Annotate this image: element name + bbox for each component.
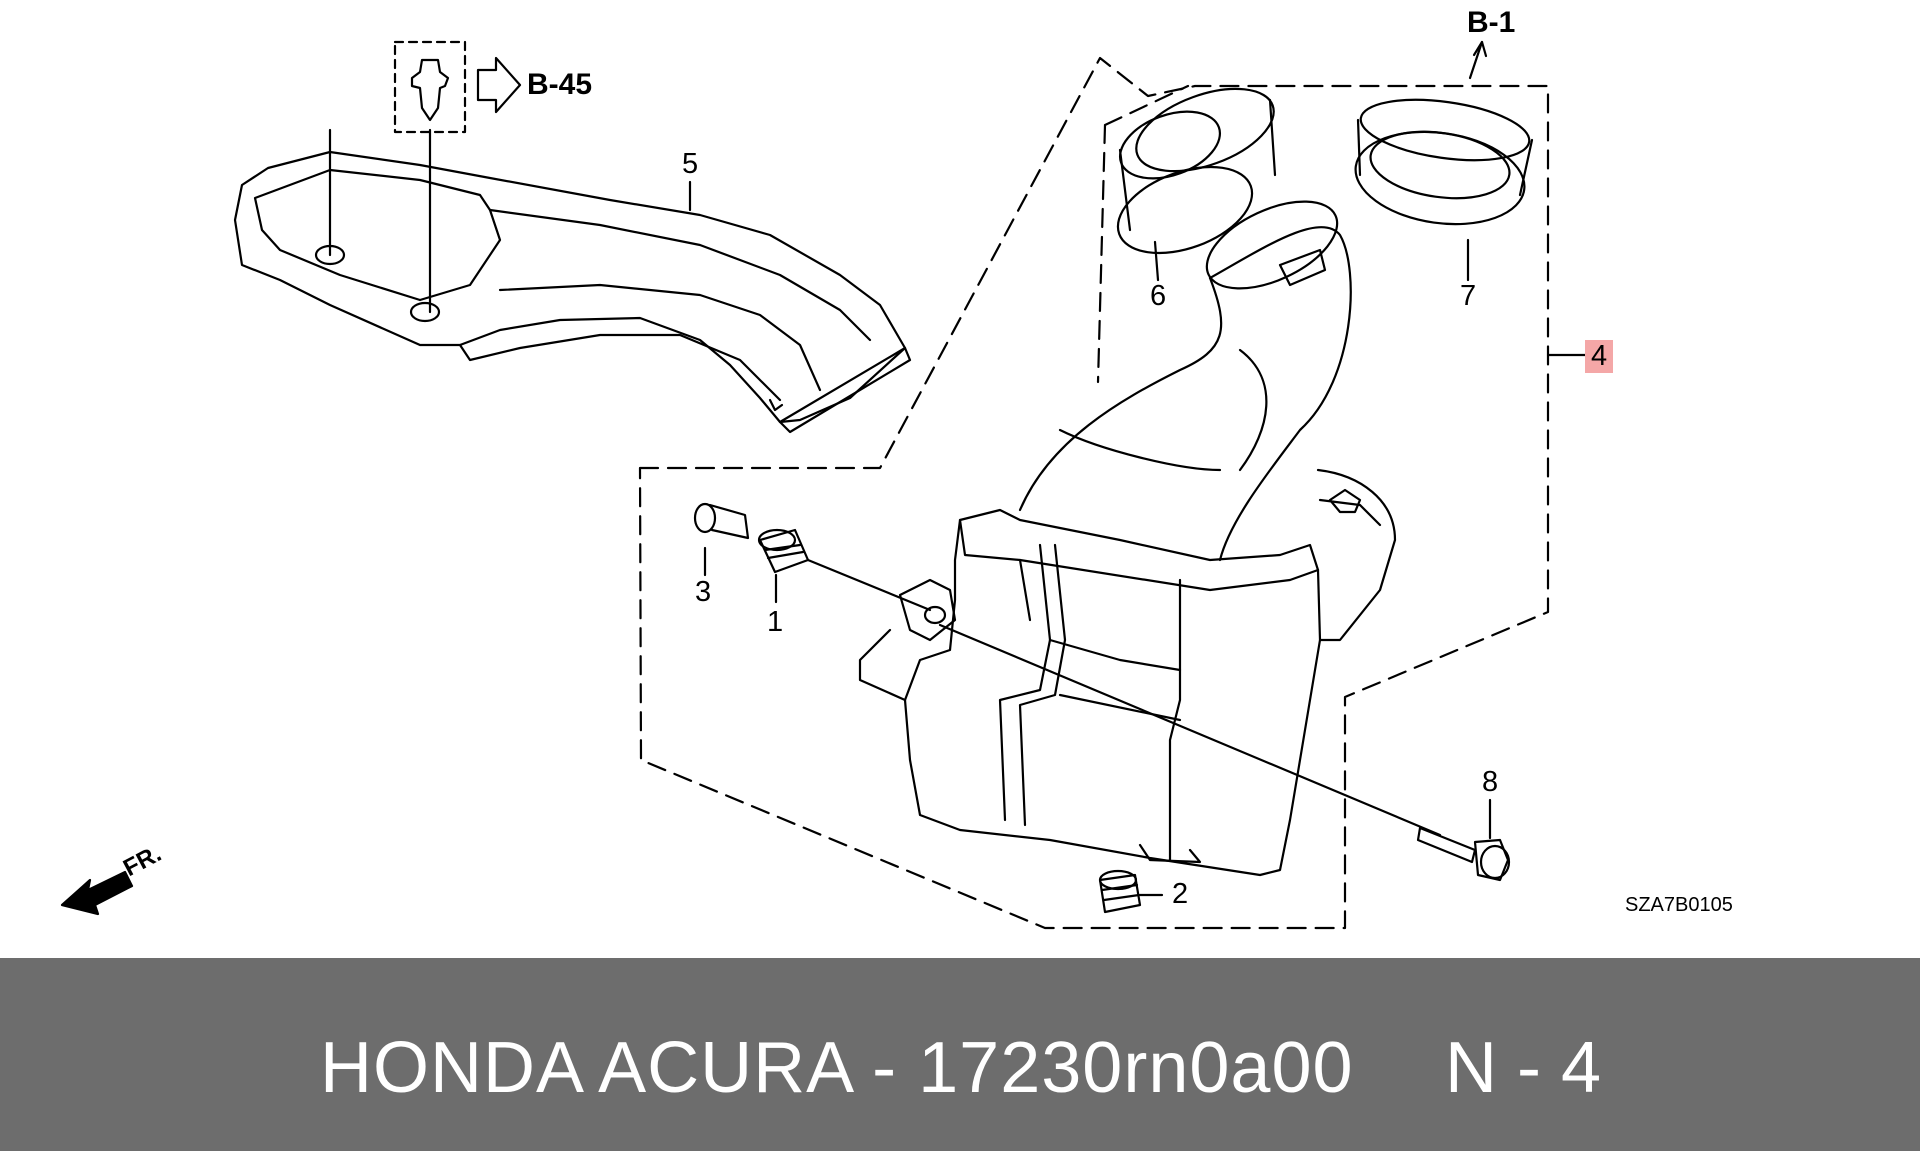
reference-number: N - 4 [1445,1028,1602,1108]
clip-box [393,40,467,134]
footer-bar [0,958,1920,1151]
bolt-part-3 [693,502,750,540]
diagram-drawing [60,40,1587,930]
callout-part-5: 5 [682,148,699,180]
parts-diagram: B-1 B-45 5 6 7 4 3 1 8 2 FR. SZA7B0105 [60,6,1733,930]
callout-part-2: 2 [1172,878,1189,910]
callout-part-8: 8 [1482,766,1499,798]
resonator-part-4 [858,200,1397,877]
dashed-group-outline [638,56,1550,930]
b45-arrow [476,56,522,114]
callout-part-4: 4 [1585,340,1614,373]
front-arrow [60,870,134,916]
callout-part-1: 1 [767,606,784,638]
drawing-code: SZA7B0105 [1625,894,1733,916]
inner-group-outline [1096,84,1190,384]
part-title: HONDA ACURA - 17230rn0a00 [320,1028,1354,1108]
callout-part-7: 7 [1460,280,1477,312]
grommet-part-2 [1098,869,1142,914]
callout-part-3: 3 [695,576,712,608]
clip-icon [410,58,450,122]
grommet-part-1 [757,528,810,574]
bolt-part-8 [1416,826,1511,882]
ring-part-7 [1354,98,1534,282]
callout-part-6: 6 [1150,280,1167,312]
callout-b45: B-45 [527,68,593,101]
duct-part-5 [233,150,912,434]
callout-b1: B-1 [1467,6,1516,39]
ring-part-6 [1116,87,1277,282]
